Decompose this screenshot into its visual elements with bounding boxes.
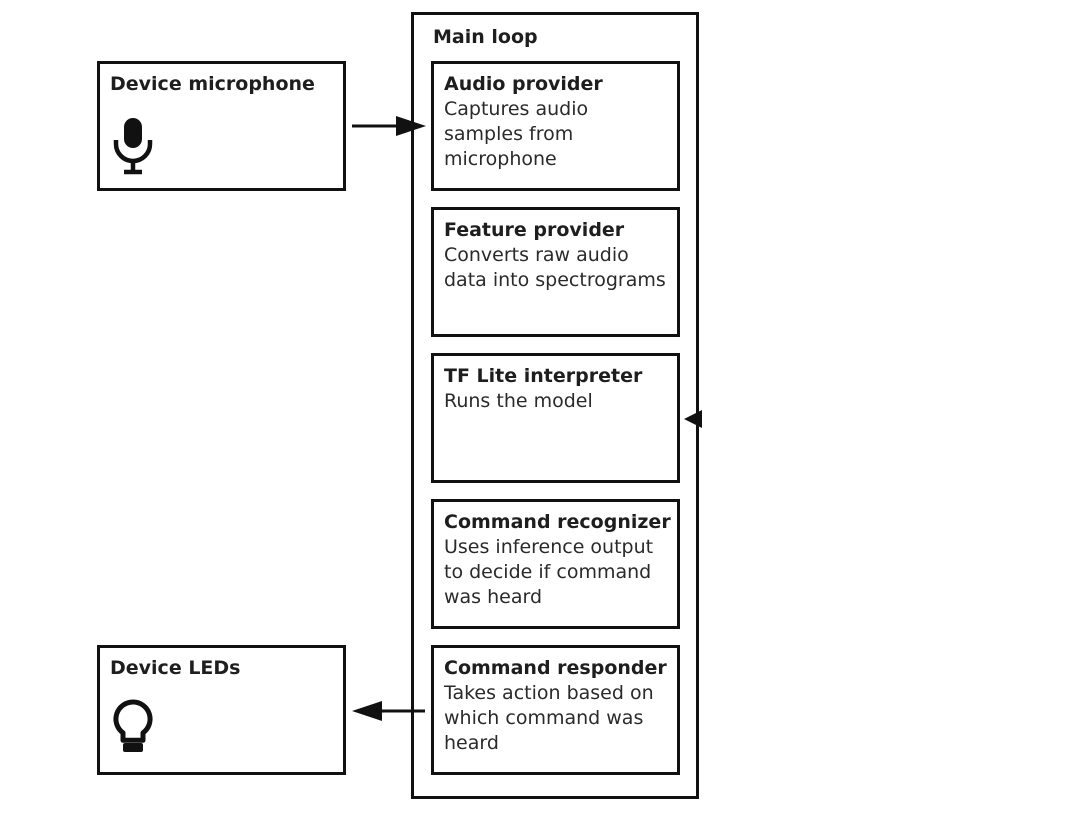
stage-title: Audio provider xyxy=(444,73,603,95)
device-leds-title: Device LEDs xyxy=(110,657,241,679)
stage-tflite-interpreter: TF Lite interpreter Runs the model xyxy=(431,353,680,483)
stage-description-line: Takes action based on xyxy=(444,682,654,704)
stage-title: TF Lite interpreter xyxy=(444,365,643,387)
microphone-icon xyxy=(110,116,156,180)
stage-description-line: was heard xyxy=(444,586,543,608)
stage-description-line: which command was xyxy=(444,707,644,729)
stage-description-line: Uses inference output xyxy=(444,536,654,558)
device-microphone-box: Device microphone xyxy=(97,61,346,191)
stage-description-line: data into spectrograms xyxy=(444,269,666,291)
device-microphone-title: Device microphone xyxy=(110,73,315,95)
stage-feature-provider: Feature provider Converts raw audio data… xyxy=(431,207,680,337)
lightbulb-icon xyxy=(110,698,156,762)
stage-description-line: Converts raw audio xyxy=(444,244,629,266)
main-loop-title: Main loop xyxy=(433,26,538,48)
stage-title: Command responder xyxy=(444,657,667,679)
device-leds-box: Device LEDs xyxy=(97,645,346,775)
stage-title: Command recognizer xyxy=(444,511,671,533)
stage-description-line: Captures audio xyxy=(444,98,589,120)
stage-description-line: to decide if command xyxy=(444,561,652,583)
stage-command-responder: Command responder Takes action based on … xyxy=(431,645,680,775)
stage-description-line: heard xyxy=(444,732,499,754)
stage-audio-provider: Audio provider Captures audio samples fr… xyxy=(431,61,680,191)
stage-description-line: microphone xyxy=(444,148,557,170)
stage-command-recognizer: Command recognizer Uses inference output… xyxy=(431,499,680,629)
stage-description-line: Runs the model xyxy=(444,390,593,412)
stage-description-line: samples from xyxy=(444,123,574,145)
stage-title: Feature provider xyxy=(444,219,625,241)
